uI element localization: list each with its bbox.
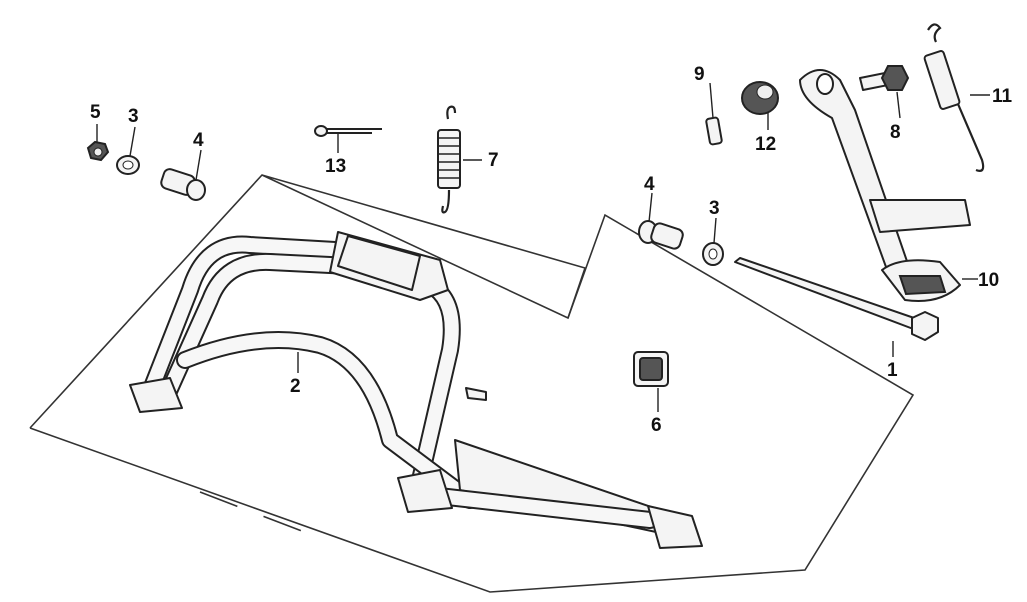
callout-4-right: 4: [644, 174, 655, 195]
return-spring: [437, 105, 461, 214]
callout-5: 7: [488, 150, 499, 171]
pivot-bolt: [734, 257, 939, 341]
main-stand: [129, 231, 703, 549]
bushing-left: [160, 168, 206, 201]
callout-10: 12: [755, 134, 776, 155]
side-stand-bolt: [859, 65, 910, 91]
callout-6: 6: [651, 415, 662, 436]
side-stand-spring: [923, 23, 985, 172]
leader-lines: [96, 82, 990, 412]
callout-13: 13: [325, 156, 346, 177]
nut-left: [86, 140, 110, 162]
callout-2: 2: [290, 376, 301, 397]
callout-7: 5: [90, 102, 101, 123]
callout-11: 8: [890, 122, 901, 143]
callout-1: 1: [887, 360, 898, 381]
callout-4-left: 4: [193, 130, 204, 151]
rubber-stopper: [741, 81, 779, 115]
spring-pin: [705, 116, 723, 146]
assembly-outline: [29, 174, 915, 593]
clip: [633, 351, 669, 387]
callout-12: 9: [694, 64, 705, 85]
callout-labels: 5 3 4 13 7 4 3 1 2 6 10 11 12 8 9: [90, 64, 1013, 436]
side-stand: [799, 69, 971, 302]
cotter-pin: [314, 125, 382, 137]
bushing-right: [638, 220, 684, 250]
washer-left: [116, 155, 140, 175]
callout-3-right: 3: [709, 198, 720, 219]
washer-right: [702, 242, 724, 266]
callout-8: 10: [978, 270, 999, 291]
callout-3-left: 3: [128, 106, 139, 127]
callout-9: 11: [992, 86, 1013, 107]
